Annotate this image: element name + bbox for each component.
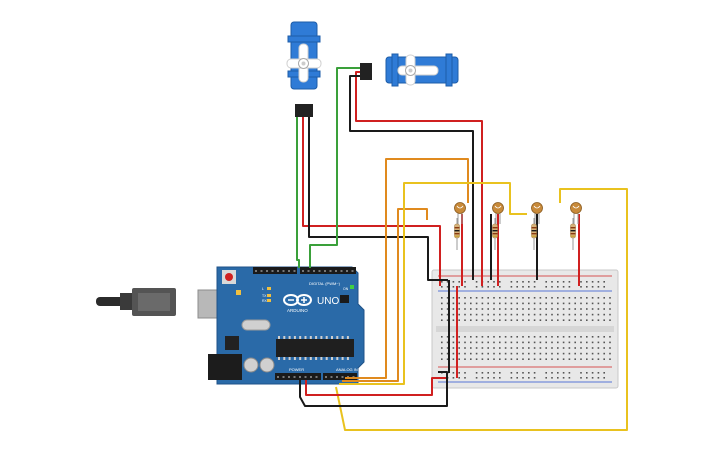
ldr-sensor[interactable]: [454, 202, 466, 225]
wire-yellow: [335, 188, 628, 431]
digital-pins-label: DIGITAL (PWM~): [309, 281, 341, 286]
wire-black: [349, 75, 474, 280]
analog-header[interactable]: [323, 373, 357, 380]
crystal: [241, 319, 271, 331]
tx-led: [267, 294, 271, 297]
icsp-header: [340, 295, 349, 303]
usb-cable: [96, 288, 176, 316]
voltage-regulator: [225, 336, 239, 350]
wire-orange: [345, 158, 469, 379]
servo-connector: [360, 63, 372, 80]
arduino-uno-board[interactable]: UNO ARDUINO DIGITAL (PWM~) ANALOG IN POW…: [96, 266, 365, 385]
resistor[interactable]: [454, 218, 460, 250]
capacitor: [259, 357, 275, 373]
wire-green: [309, 67, 360, 268]
on-led-label: ON: [343, 287, 349, 291]
wire-red: [305, 377, 448, 396]
resistor-smd: [236, 290, 241, 295]
breadboard[interactable]: [431, 269, 619, 389]
l-led-label: L: [262, 287, 264, 291]
wires: [296, 67, 628, 431]
ldr-sensor[interactable]: [492, 202, 504, 225]
capacitor: [243, 357, 259, 373]
wire-orange: [342, 208, 428, 382]
rx-led: [267, 299, 271, 302]
resistor[interactable]: [570, 218, 576, 250]
chip-pins: [278, 336, 349, 360]
wire-red: [355, 71, 483, 286]
on-led: [350, 285, 354, 289]
digital-header-right[interactable]: [300, 267, 356, 274]
power-header[interactable]: [275, 373, 321, 380]
power-pins-label: POWER: [289, 367, 304, 372]
arduino-logo: [283, 294, 312, 306]
servo-horn: [286, 43, 322, 83]
servo-connector: [295, 104, 313, 117]
wire-yellow: [339, 182, 527, 385]
board-model-label: UNO: [317, 296, 339, 307]
wire-black: [299, 371, 448, 407]
wire-red: [302, 117, 441, 286]
tx-label: TX: [262, 294, 267, 298]
resistor[interactable]: [492, 218, 498, 250]
ldr-sensor[interactable]: [570, 202, 582, 225]
microcontroller-chip: [276, 339, 354, 357]
ldr-sensor[interactable]: [531, 202, 543, 225]
light-sensors: [454, 202, 582, 250]
resistor[interactable]: [531, 218, 537, 250]
wire-green: [296, 117, 300, 268]
servo-horn: [397, 54, 439, 86]
l-led: [267, 287, 271, 290]
analog-pins-label: ANALOG IN: [336, 367, 358, 372]
digital-header-left[interactable]: [253, 267, 297, 274]
rx-label: RX: [262, 299, 268, 303]
wire-black: [308, 117, 448, 281]
servo-vertical[interactable]: [286, 21, 322, 117]
power-jack: [208, 354, 242, 380]
servo-horizontal[interactable]: [360, 53, 459, 87]
board-brand-label: ARDUINO: [287, 308, 308, 313]
